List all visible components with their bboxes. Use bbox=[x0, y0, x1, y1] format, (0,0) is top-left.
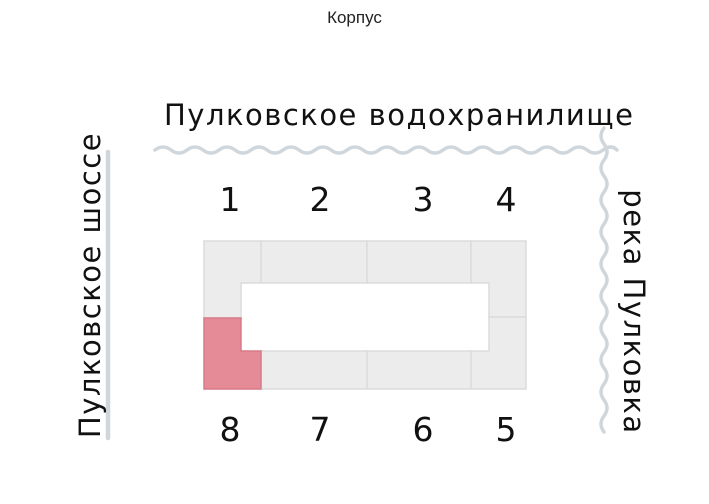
section-number-2: 2 bbox=[309, 180, 331, 219]
section-number-8: 8 bbox=[219, 410, 241, 449]
section-2[interactable] bbox=[260, 240, 368, 284]
section-number-3: 3 bbox=[412, 180, 434, 219]
river-label: река Пулковка bbox=[617, 189, 651, 435]
reservoir-label: Пулковское водохранилище bbox=[164, 98, 635, 132]
reservoir-line bbox=[153, 145, 619, 155]
section-number-4: 4 bbox=[495, 180, 517, 219]
section-7[interactable] bbox=[260, 350, 368, 390]
section-number-6: 6 bbox=[412, 410, 434, 449]
section-3[interactable] bbox=[366, 240, 472, 284]
section-number-7: 7 bbox=[309, 410, 331, 449]
river-line bbox=[599, 126, 609, 434]
section-5[interactable] bbox=[470, 316, 527, 390]
section-4[interactable] bbox=[470, 240, 527, 318]
page-title: Корпус bbox=[327, 8, 382, 27]
section-number-5: 5 bbox=[495, 410, 517, 449]
section-1[interactable] bbox=[203, 240, 262, 319]
highway-label: Пулковское шоссе bbox=[73, 131, 107, 439]
section-6[interactable] bbox=[366, 350, 472, 390]
section-number-1: 1 bbox=[219, 180, 241, 219]
section-8[interactable] bbox=[203, 317, 262, 390]
